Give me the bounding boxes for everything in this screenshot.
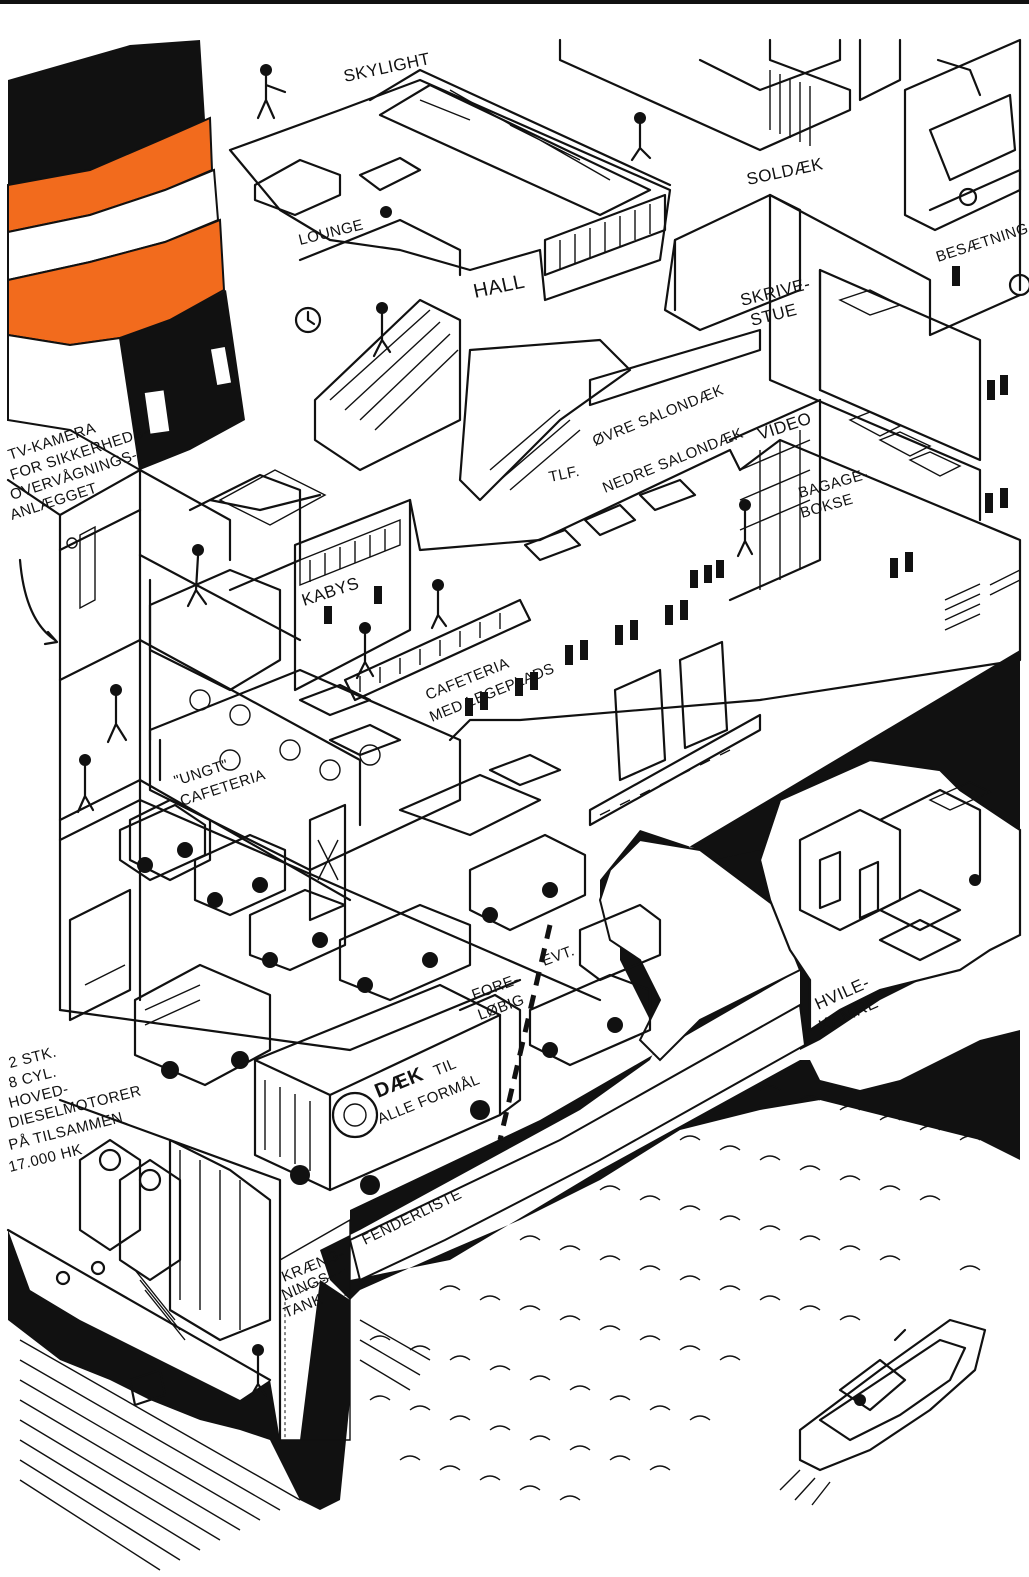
label-evt: EVT. [540,942,577,969]
funnel [8,40,245,470]
camera-arrow [20,560,55,640]
hull-lettering: ler [650,895,759,997]
top-border [0,0,1029,4]
label-besaetning: BESÆTNING [934,220,1029,266]
label-hall: HALL [471,271,526,303]
water [20,1086,980,1570]
label-tlf: TLF. [547,463,581,486]
label-soldaek: SOLDÆK [745,154,825,189]
label-video: VIDEO [755,409,814,444]
speedboat [780,1320,985,1505]
label-kabys: KABYS [299,573,361,609]
superstructure-left [8,470,460,1010]
label-truck-2: TIL [431,1055,459,1079]
